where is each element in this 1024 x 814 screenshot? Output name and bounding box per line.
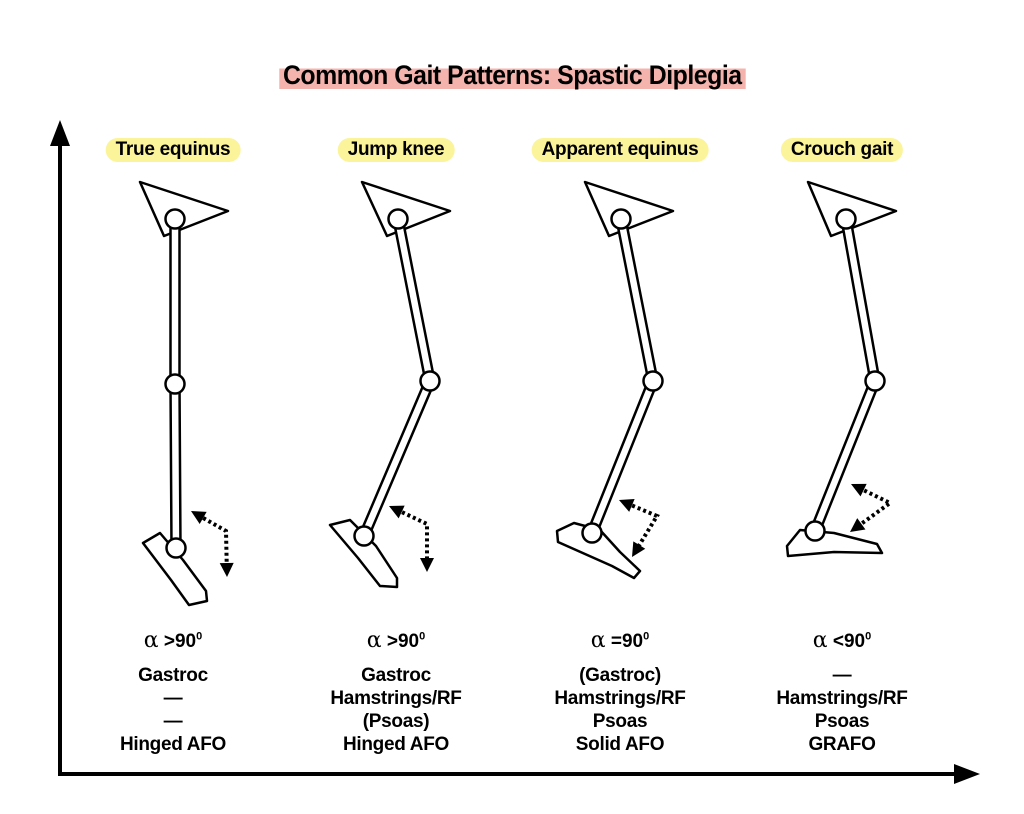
ankle-joint [583, 524, 602, 543]
treatment-line: Hinged AFO [63, 733, 283, 756]
pattern-label-jump-knee: Jump knee [338, 138, 455, 162]
treatment-list-1: Gastroc — — Hinged AFO [63, 664, 283, 756]
hip-joint [612, 210, 631, 229]
dotted-motion-arrow [858, 488, 890, 526]
angle-value-1: α >900 [144, 628, 203, 653]
degree-mark: 0 [419, 631, 425, 643]
treatment-line: Gastroc [63, 664, 283, 687]
thigh-segment [394, 218, 435, 382]
angle-relation: =90 [611, 631, 643, 652]
treatment-line: Hamstrings/RF [732, 687, 952, 710]
treatment-line: GRAFO [732, 733, 952, 756]
angle-relation: <90 [833, 631, 865, 652]
x-axis-arrowhead [954, 764, 980, 784]
arrowhead [851, 484, 867, 497]
treatment-line: Psoas [510, 710, 730, 733]
ankle-joint [355, 527, 374, 546]
angle-value-4: α <900 [813, 628, 872, 653]
dotted-motion-arrow [627, 503, 657, 549]
arrowhead [220, 563, 234, 577]
pelvis-triangle [362, 182, 450, 236]
degree-mark: 0 [643, 631, 649, 643]
treatment-line: — [63, 710, 283, 733]
pelvis-triangle [585, 182, 673, 236]
foot [787, 530, 882, 556]
degree-mark: 0 [865, 631, 871, 643]
ankle-joint [167, 539, 186, 558]
alpha-symbol: α [591, 628, 606, 653]
thigh-segment [617, 218, 658, 382]
angle-value-2: α >900 [367, 628, 426, 653]
shank-segment [811, 379, 879, 532]
treatment-line: Hinged AFO [286, 733, 506, 756]
ankle-joint [806, 522, 825, 541]
angle-relation: >90 [164, 631, 196, 652]
treatment-line: Solid AFO [510, 733, 730, 756]
thigh-segment [842, 218, 880, 382]
alpha-symbol: α [813, 628, 828, 653]
thigh-segment [171, 219, 180, 384]
alpha-symbol: α [144, 628, 159, 653]
pattern-label-apparent-equinus: Apparent equinus [532, 138, 709, 162]
treatment-list-2: Gastroc Hamstrings/RF (Psoas) Hinged AFO [286, 664, 506, 756]
shank-segment [588, 379, 657, 534]
treatment-line: Hamstrings/RF [286, 687, 506, 710]
treatment-line: Gastroc [286, 664, 506, 687]
pelvis-triangle [140, 182, 228, 236]
knee-joint [866, 372, 885, 391]
treatment-list-4: — Hamstrings/RF Psoas GRAFO [732, 664, 952, 756]
arrowhead [420, 558, 434, 572]
hip-joint [837, 210, 856, 229]
dotted-motion-arrow [397, 510, 427, 563]
knee-joint [644, 372, 663, 391]
treatment-line: Psoas [732, 710, 952, 733]
treatment-line: — [63, 687, 283, 710]
pattern-label-crouch-gait: Crouch gait [781, 138, 903, 162]
degree-mark: 0 [196, 631, 202, 643]
alpha-symbol: α [367, 628, 382, 653]
treatment-line: Hamstrings/RF [510, 687, 730, 710]
angle-value-3: α =900 [591, 628, 650, 653]
angle-relation: >90 [387, 631, 419, 652]
shank-segment [171, 384, 181, 548]
hip-joint [389, 210, 408, 229]
treatment-line: — [732, 664, 952, 687]
knee-joint [166, 375, 185, 394]
knee-joint [421, 372, 440, 391]
treatment-line: (Gastroc) [510, 664, 730, 687]
pattern-label-true-equinus: True equinus [106, 138, 241, 162]
hip-joint [166, 210, 185, 229]
y-axis-arrowhead [50, 120, 70, 146]
treatment-line: (Psoas) [286, 710, 506, 733]
dotted-motion-arrow [198, 515, 227, 568]
treatment-list-3: (Gastroc) Hamstrings/RF Psoas Solid AFO [510, 664, 730, 756]
